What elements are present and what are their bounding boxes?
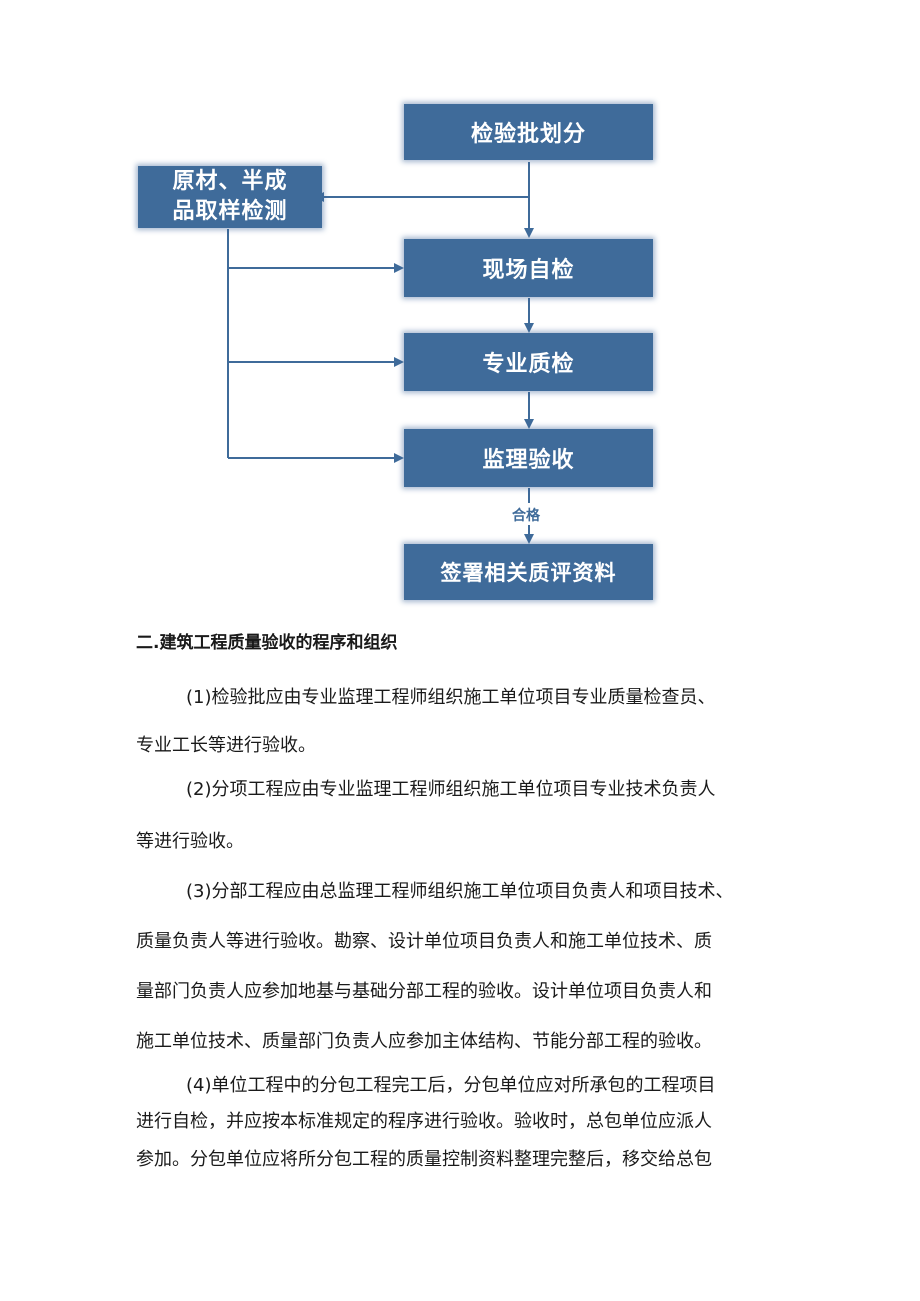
paragraph-4-line-1: (4)单位工程中的分包工程完工后，分包单位应对所承包的工程项目 (186, 1075, 716, 1096)
box-material-sampling-line1: 原材、半成 (172, 169, 288, 194)
paragraph-3-line-2: 质量负责人等进行验收。勘察、设计单位项目负责人和施工单位技术、质 (136, 931, 712, 952)
box-supervision-acceptance: 监理验收 (404, 429, 653, 487)
box-sign-documents: 签署相关质评资料 (404, 544, 653, 600)
paragraph-2-line-2: 等进行验收。 (136, 831, 244, 852)
paragraph-2-line-1: (2)分项工程应由专业监理工程师组织施工单位项目专业技术负责人 (186, 779, 716, 800)
box-material-sampling-line2: 品取样检测 (172, 199, 288, 224)
paragraph-3-line-1: (3)分部工程应由总监理工程师组织施工单位项目负责人和项目技术、 (186, 881, 734, 902)
paragraph-4-line-3: 参加。分包单位应将所分包工程的质量控制资料整理完整后，移交给总包 (136, 1149, 712, 1170)
paragraph-1: (1)检验批应由专业监理工程师组织施工单位项目专业质量检查员、 专业工长等进行验… (136, 683, 796, 757)
box-material-sampling: 原材、半成 品取样检测 (138, 166, 322, 228)
flowchart: 检验批划分 原材、半成 品取样检测 现场自检 专业质检 监理验收 合格 签署相关… (0, 0, 920, 610)
box-batch-division: 检验批划分 (404, 104, 653, 160)
paragraph-4: (4)单位工程中的分包工程完工后，分包单位应对所承包的工程项目 进行自检，并应按… (136, 1071, 796, 1171)
paragraph-2: (2)分项工程应由专业监理工程师组织施工单位项目专业技术负责人 等进行验收。 (136, 775, 796, 853)
paragraph-1-line-2: 专业工长等进行验收。 (136, 735, 316, 756)
flowchart-connectors (227, 162, 534, 544)
label-pass: 合格 (512, 508, 540, 524)
paragraph-4-line-2: 进行自检，并应按本标准规定的程序进行验收。验收时，总包单位应派人 (136, 1111, 712, 1132)
box-site-self-check: 现场自检 (404, 239, 653, 297)
box-professional-inspection: 专业质检 (404, 333, 653, 391)
paragraph-3: (3)分部工程应由总监理工程师组织施工单位项目负责人和项目技术、 质量负责人等进… (136, 877, 796, 1053)
section-heading: 二.建筑工程质量验收的程序和组织 (136, 633, 398, 653)
paragraph-1-line-1: (1)检验批应由专业监理工程师组织施工单位项目专业质量检查员、 (186, 687, 716, 708)
paragraph-3-line-3: 量部门负责人应参加地基与基础分部工程的验收。设计单位项目负责人和 (136, 981, 712, 1002)
paragraph-3-line-4: 施工单位技术、质量部门负责人应参加主体结构、节能分部工程的验收。 (136, 1031, 712, 1052)
